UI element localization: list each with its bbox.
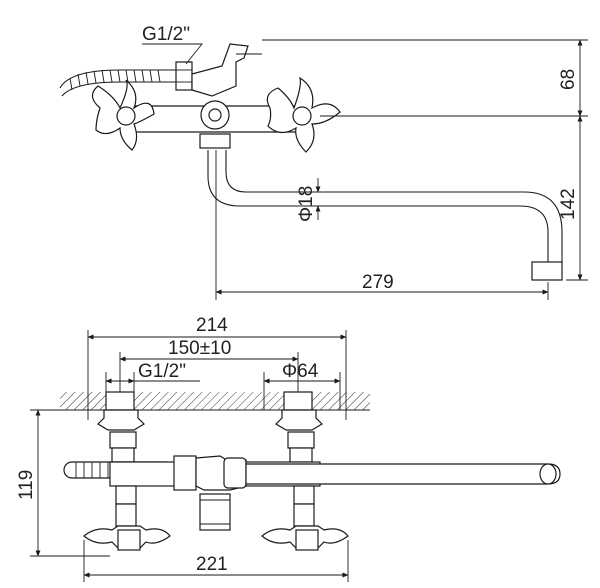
dim-label-phi18: Φ18 [296,186,317,222]
dim-119 [30,409,110,557]
left-handle-bottom [83,525,171,551]
dim-150 [119,352,299,392]
spout-bottom [245,463,561,485]
dim-phi64 [263,372,341,410]
dim-label-221: 221 [196,554,228,575]
spout-coupling-bottom [199,493,231,531]
left-cross-handle [91,79,155,151]
diverter-holder [191,43,249,97]
top-view: G1/2" 68 142 Φ18 279 [59,24,588,300]
dim-label-214: 214 [196,315,228,336]
right-cross-handle [266,76,341,153]
thread-label-top: G1/2" [142,24,190,45]
dim-214 [87,330,347,420]
hose-nut [175,61,193,91]
shower-hose [59,69,178,97]
dim-g12-bottom [105,372,200,392]
dim-221 [83,540,349,582]
aerator [531,261,563,281]
dim-68 [262,39,588,117]
right-handle-bottom [261,525,349,551]
dim-label-142: 142 [558,188,579,220]
spout-inner [225,150,563,262]
thread-leader-top [142,43,203,65]
hose-nut-bottom [173,455,197,491]
dim-label-119: 119 [16,470,37,500]
dim-279 [215,150,549,300]
dim-label-68: 68 [558,69,579,90]
dim-label-phi64: Φ64 [282,361,319,382]
thread-label-bottom: G1/2" [138,361,186,382]
spout-outer [207,150,549,262]
dim-142 [566,115,588,281]
right-eccentric [275,409,323,463]
spout-coupling [199,133,231,149]
bottom-view: 214 150±10 G1/2" Φ64 119 221 [16,315,561,582]
dim-label-150: 150±10 [168,338,231,359]
dim-label-279: 279 [362,272,394,293]
left-eccentric [97,409,145,463]
